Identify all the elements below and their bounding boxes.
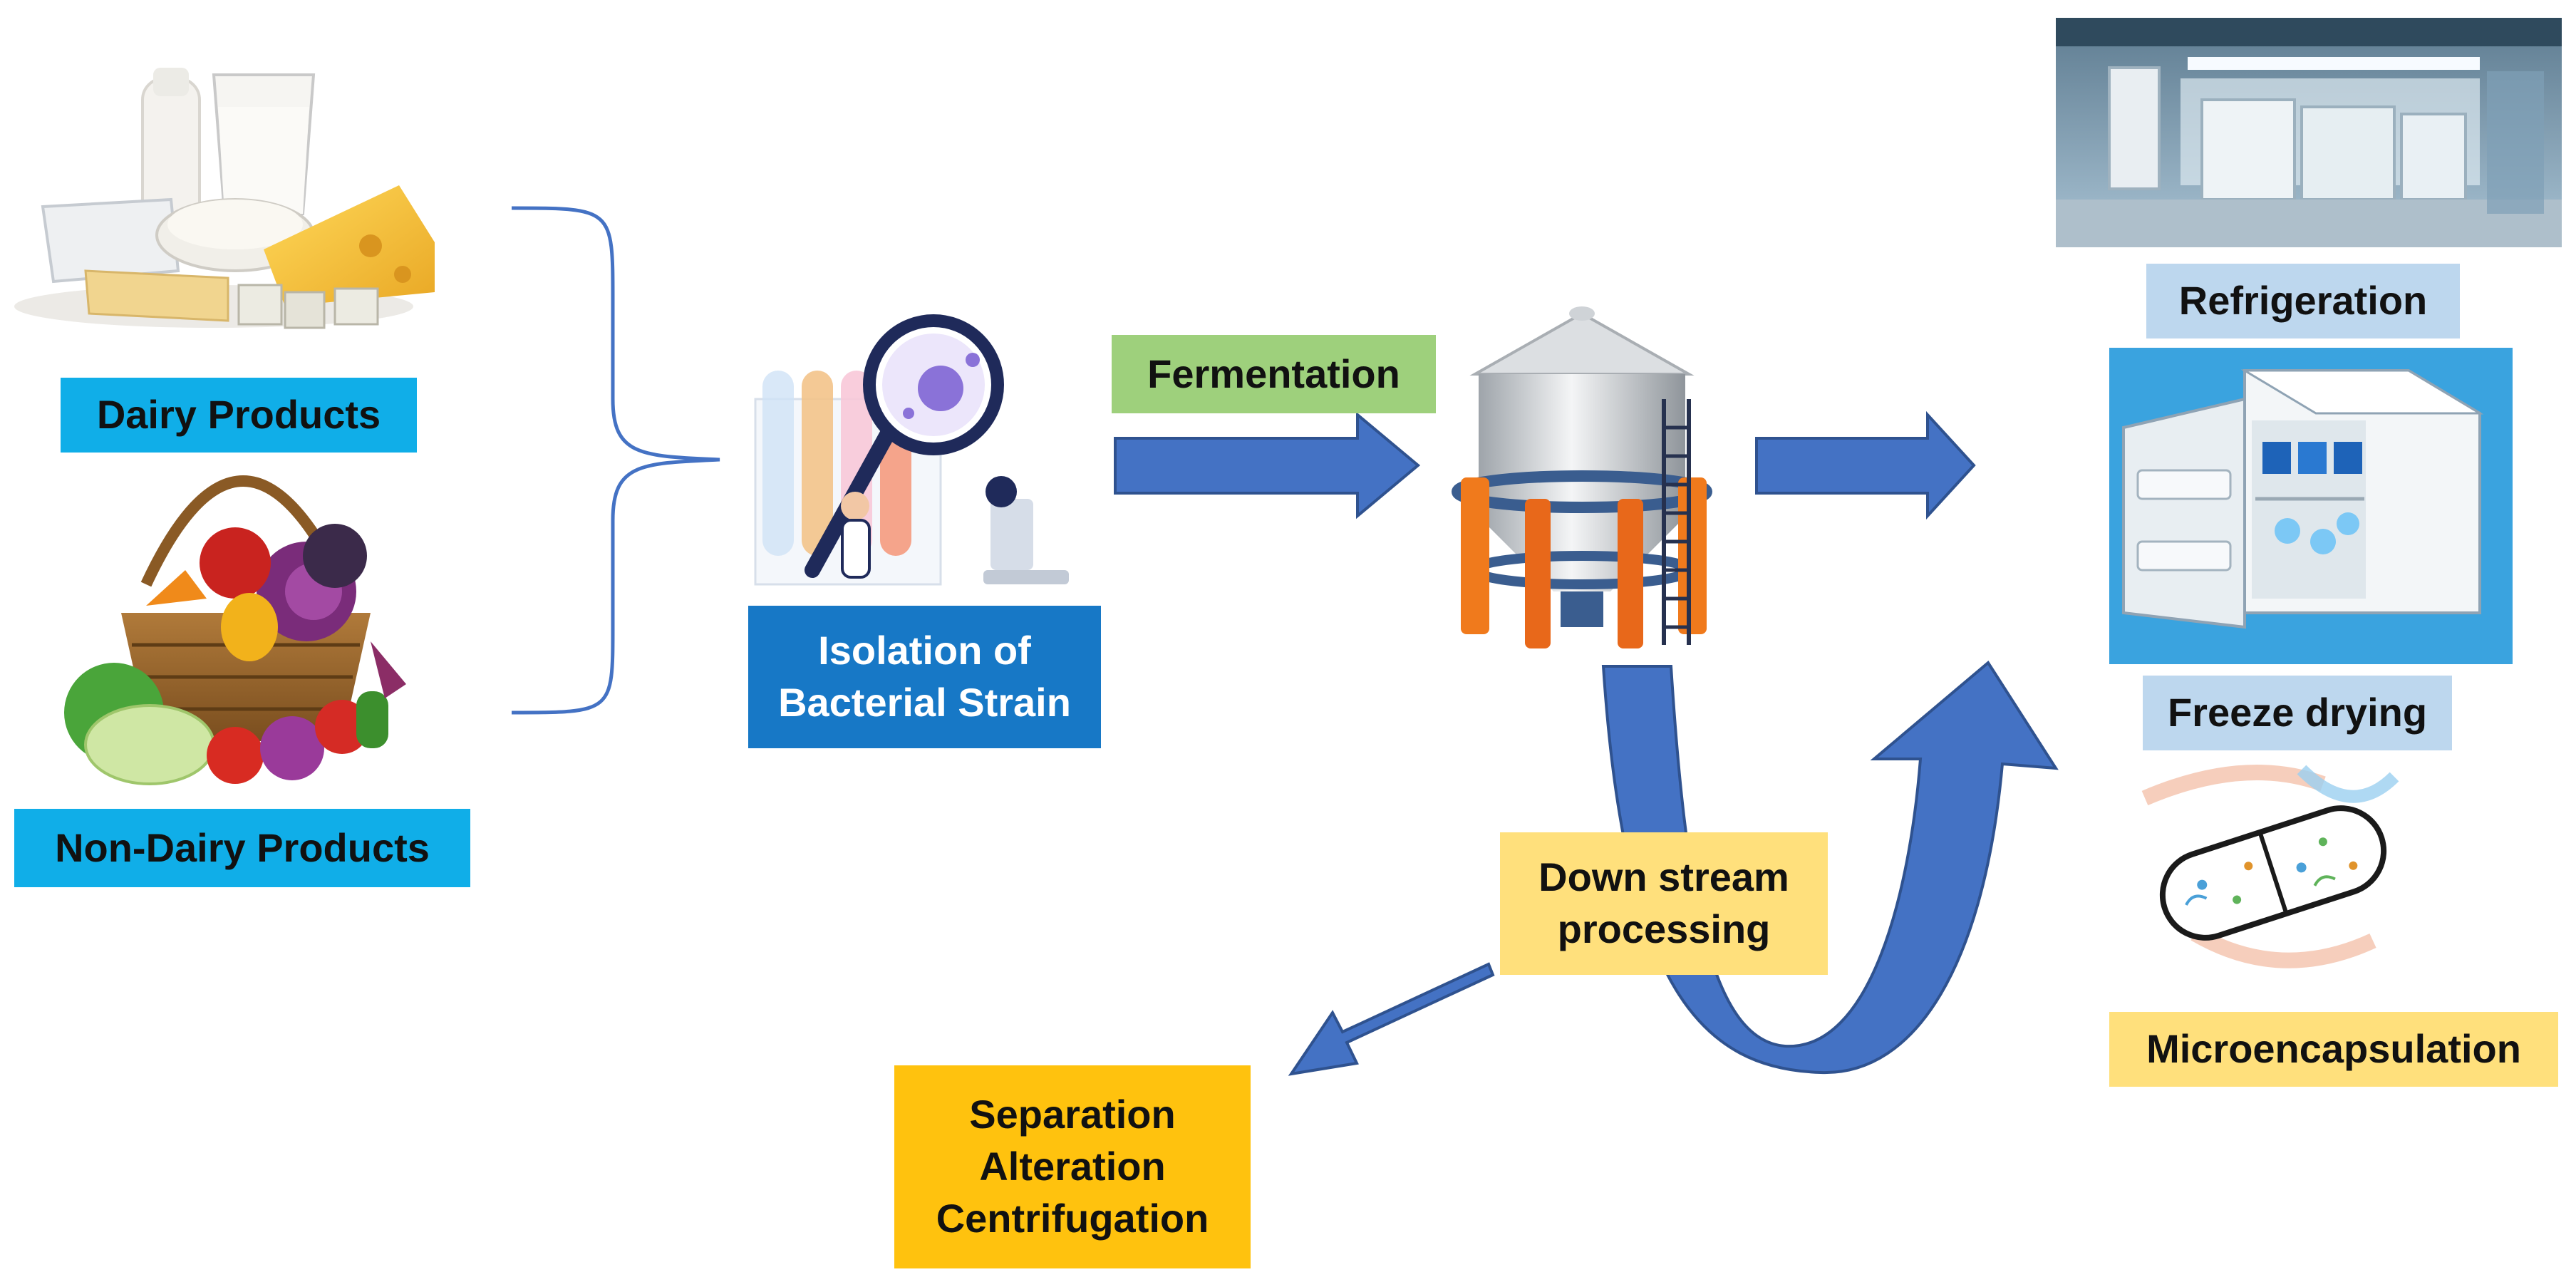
lab-scientist-illustration [754,314,1069,586]
freeze-dryer-illustration [2109,348,2513,664]
label-separation-alteration-centrifugation: Separation Alteration Centrifugation [894,1065,1251,1268]
arrow-to-separation [1288,962,1495,1076]
downstream-line-1: Down stream [1538,854,1789,900]
label-fermentation: Fermentation [1112,335,1436,413]
isolation-line-1: Isolation of [818,628,1031,673]
cold-storage-room-image [2056,18,2562,247]
non-dairy-products-text: Non-Dairy Products [55,824,430,870]
label-dairy-products: Dairy Products [61,378,417,453]
fermentation-text: Fermentation [1147,351,1400,396]
label-microencapsulation: Microencapsulation [2109,1012,2558,1087]
bracket-connector [511,206,720,715]
u-turn-arrow [1601,661,2059,1075]
arrow-to-preservation [1755,410,1976,520]
microencapsulation-text: Microencapsulation [2146,1026,2521,1072]
vegetable-basket-image [64,475,406,785]
separation-line-3: Centrifugation [936,1195,1209,1241]
isolation-line-2: Bacterial Strain [778,680,1071,725]
label-isolation-bacterial-strain: Isolation of Bacterial Strain [748,606,1101,748]
label-refrigeration: Refrigeration [2146,264,2460,338]
dairy-products-image [14,68,435,329]
refrigeration-text: Refrigeration [2178,278,2428,324]
label-downstream-processing: Down stream processing [1500,832,1828,975]
label-freeze-drying: Freeze drying [2143,676,2452,750]
label-non-dairy-products: Non-Dairy Products [14,809,470,887]
fermenter-tank-illustration [1452,306,1712,648]
arrow-to-fermenter [1114,411,1421,519]
separation-line-1: Separation [969,1092,1176,1137]
downstream-line-2: processing [1557,906,1771,951]
freeze-drying-text: Freeze drying [2167,690,2428,735]
dairy-products-text: Dairy Products [96,392,381,438]
probiotic-capsule-illustration [2141,765,2399,968]
separation-line-2: Alteration [979,1144,1166,1189]
